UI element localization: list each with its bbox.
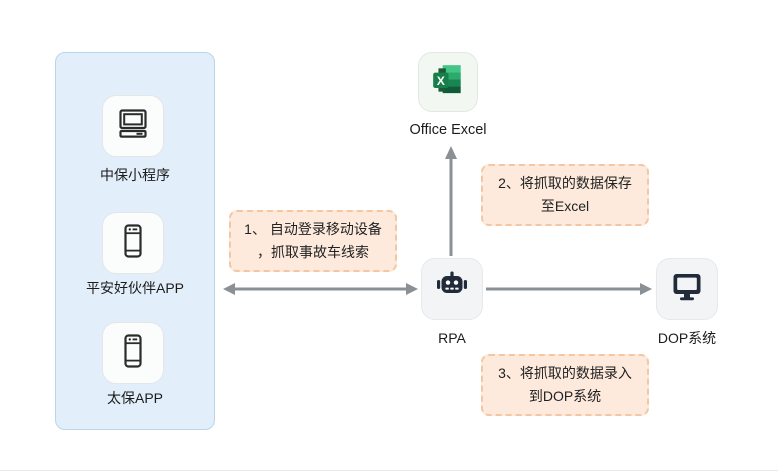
node-dop-system <box>656 258 718 320</box>
node-label-zhongbao: 中保小程序 <box>100 167 170 183</box>
node-label-excel: Office Excel <box>409 122 487 138</box>
node-zhongbao-miniapp <box>102 95 164 157</box>
annotation-step-1: 1、 自动登录移动设备 ，抓取事故车线索 <box>229 210 397 272</box>
annotation-line: 2、将抓取的数据保存 <box>498 175 632 191</box>
smartphone-icon <box>113 331 153 376</box>
robot-icon <box>432 267 472 312</box>
node-label-dop: DOP系统 <box>657 330 717 346</box>
monitor-icon <box>667 267 707 312</box>
annotation-line: 至Excel <box>540 198 590 214</box>
annotation-line: 3、将抓取的数据录入 <box>498 365 632 381</box>
excel-x-letter: X <box>437 73 445 87</box>
node-label-pingan: 平安好伙伴APP <box>85 280 184 296</box>
annotation-line: 到DOP系统 <box>528 388 602 404</box>
annotation-step-3: 3、将抓取的数据录入 到DOP系统 <box>481 354 649 416</box>
smartphone-icon <box>113 221 153 266</box>
annotation-step-2: 2、将抓取的数据保存 至Excel <box>481 164 649 226</box>
node-taibao-app <box>102 322 164 384</box>
excel-icon: X <box>430 63 466 102</box>
arrowhead-dop-icon <box>640 283 652 295</box>
node-label-rpa: RPA <box>438 330 466 346</box>
arrowhead-excel-icon <box>445 146 457 159</box>
node-pingan-app <box>102 212 164 274</box>
annotation-line: ，抓取事故车线索 <box>257 244 369 260</box>
arrowhead-right-icon <box>406 283 418 295</box>
node-rpa <box>421 258 483 320</box>
bottom-divider <box>0 470 778 471</box>
annotation-line: 1、 自动登录移动设备 <box>244 221 382 237</box>
desktop-computer-icon <box>113 104 153 149</box>
arrowhead-left-icon <box>223 283 235 295</box>
node-label-taibao: 太保APP <box>106 390 163 406</box>
node-office-excel: X <box>418 52 478 112</box>
